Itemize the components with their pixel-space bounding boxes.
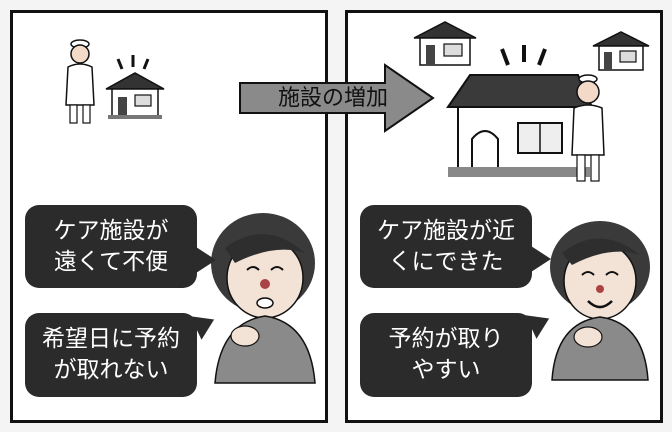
large-care-facility [446,45,594,177]
nurse-figure-left [65,39,95,124]
bubble-line-1: 希望日に予約 [42,326,180,352]
happy-woman [550,221,650,381]
nurse-figure-right [571,74,605,182]
bubble-tail [196,247,216,273]
increase-arrow [239,63,435,133]
speech-bubble-no-reservation: 希望日に予約 が取れない [25,313,197,397]
small-house-right-2 [592,31,650,71]
bubble-line-2: 遠くて不便 [53,248,169,275]
small-house-left [105,55,165,119]
arrow-label: 施設の増加 [277,86,388,111]
bubble-line-1: 予約が取り [388,326,504,352]
bubble-line-1: ケア施設が [53,217,169,244]
speech-bubble-far-inconvenient: ケア施設が 遠くて不便 [25,205,197,288]
bubble-tail [531,246,551,272]
small-house-right-1 [413,21,477,66]
bubble-line-1: ケア施設が近 [377,217,515,244]
speech-bubble-easy-reservation: 予約が取り やすい [360,313,532,397]
worried-woman [211,213,316,384]
speech-bubble-nearby: ケア施設が近 くにできた [360,205,532,288]
bubble-line-2: くにできた [388,248,504,275]
bubble-line-2: が取れない [53,357,169,383]
bubble-line-2: やすい [411,357,481,383]
